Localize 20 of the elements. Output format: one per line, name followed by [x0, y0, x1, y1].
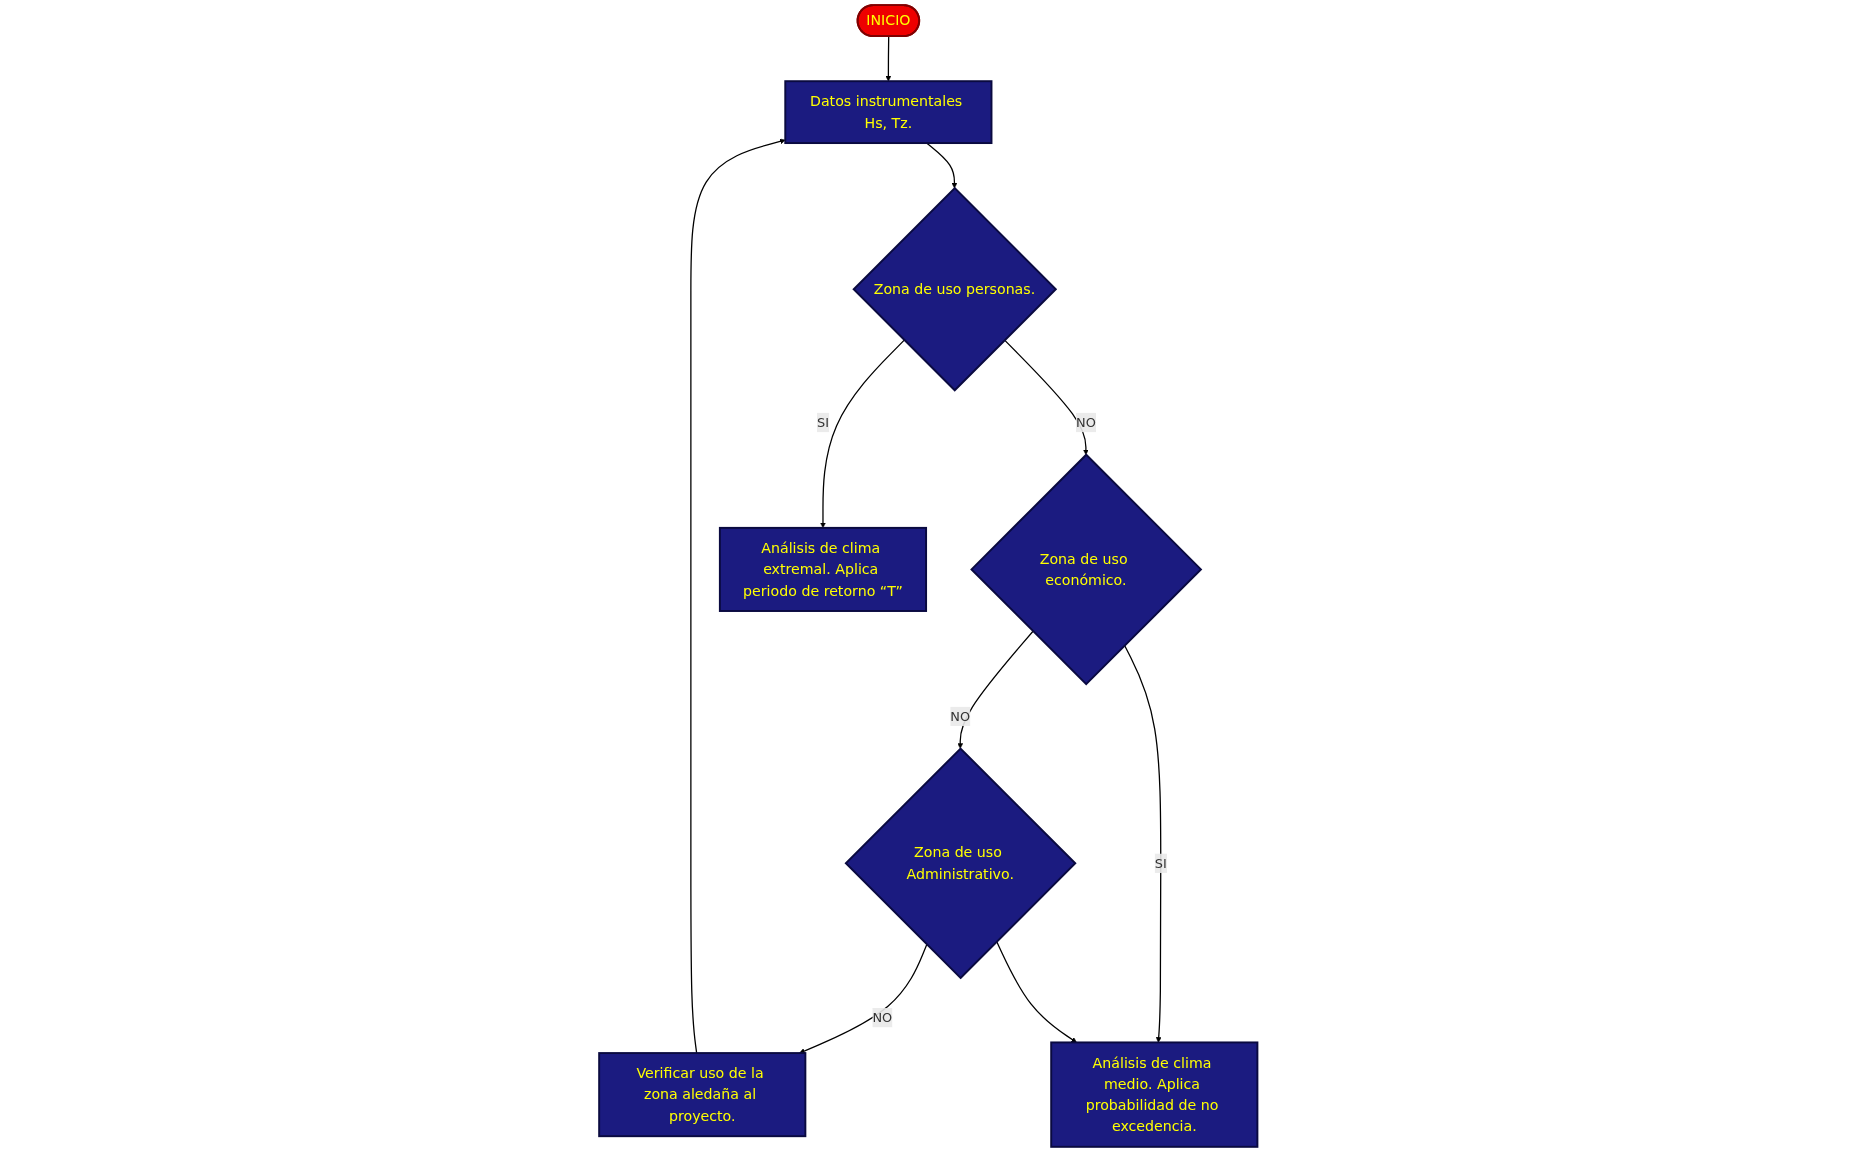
- arrow: [995, 940, 1077, 1043]
- node-box: Verificar uso de la zona aledaña al proyecto.: [597, 1052, 807, 1138]
- node-diamond: Zona de uso económico.: [969, 453, 1202, 686]
- edge-label: SI: [1154, 855, 1167, 872]
- arrow: [819, 339, 905, 529]
- arrow: [925, 142, 957, 189]
- arrow: [689, 138, 786, 1054]
- node-diamond: Zona de uso personas.: [852, 186, 1057, 392]
- edge-label: NO: [950, 708, 970, 725]
- edge-label: NO: [1075, 414, 1096, 431]
- arrow: [1003, 339, 1089, 455]
- node-box: Análisis de clima medio. Aplica probabilidad de no excedencia.: [1049, 1041, 1259, 1148]
- arrow: [885, 35, 891, 82]
- edge-label: NO: [872, 1009, 892, 1026]
- node-diamond: Zona de uso Administrativo.: [844, 747, 1077, 980]
- arrow: [957, 630, 1034, 749]
- node-box: Análisis de clima extremal. Aplica periodo de retorno “T”: [718, 526, 927, 612]
- node-box: Datos instrumentales Hs, Tz.: [784, 80, 993, 145]
- arrow: [1123, 644, 1162, 1043]
- edge-label: SI: [816, 414, 829, 431]
